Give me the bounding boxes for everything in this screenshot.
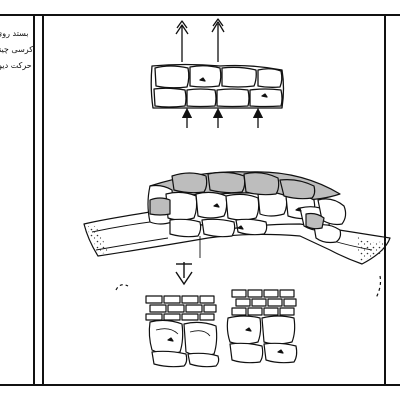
frame-bottom-line: [0, 384, 400, 386]
bottom-wall-left: [145, 295, 220, 368]
frame-right-line: [384, 14, 386, 386]
top-wall-outline: [150, 63, 285, 109]
top-up-arrow-right: [211, 18, 225, 62]
frame-left-outer-line: [33, 14, 35, 386]
down-arrow: [175, 262, 193, 286]
top-wall-figure: [150, 18, 285, 128]
caption-text-block: بستد روی کرسی چینه حرکت دیوا: [0, 26, 33, 74]
frame-top-line: [0, 14, 400, 16]
top-up-arrow-left: [175, 20, 189, 62]
caption-line-2: کرسی چینه: [0, 45, 33, 54]
middle-wall-figure: [83, 171, 391, 299]
caption-line-1: بستد روی: [0, 29, 29, 38]
caption-line-3: حرکت دیوا: [0, 61, 32, 70]
bottom-wall-right: [226, 289, 298, 364]
frame-left-inner-line: [42, 14, 44, 386]
